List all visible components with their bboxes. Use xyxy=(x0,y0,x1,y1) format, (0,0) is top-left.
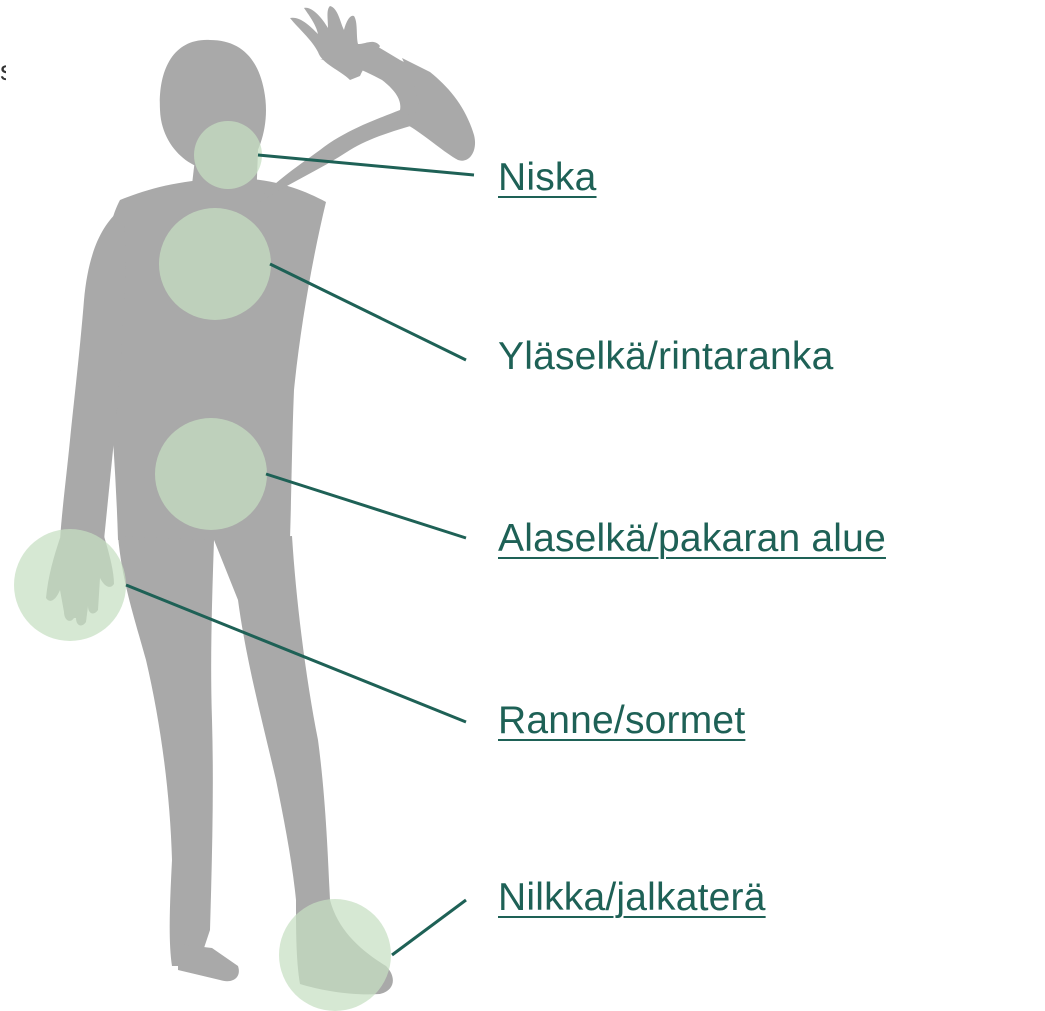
label-ylaselka: Yläselkä/rintaranka xyxy=(498,337,833,376)
label-ranne[interactable]: Ranne/sormet xyxy=(498,701,745,740)
highlight-nilkka xyxy=(279,899,391,1011)
label-alaselka[interactable]: Alaselkä/pakaran alue xyxy=(498,519,886,558)
label-niska[interactable]: Niska xyxy=(498,158,597,197)
edge-glyph: s xyxy=(0,60,6,82)
connector-alaselka xyxy=(266,474,466,538)
label-nilkka[interactable]: Nilkka/jalkaterä xyxy=(498,878,766,917)
hanging-arm-shape xyxy=(60,210,126,540)
left-foot-shape xyxy=(178,944,239,981)
highlight-ranne xyxy=(14,529,126,641)
highlight-niska xyxy=(194,121,262,189)
highlight-ylaselka xyxy=(159,208,271,320)
connector-nilkka xyxy=(392,900,466,955)
highlight-alaselka xyxy=(155,418,267,530)
